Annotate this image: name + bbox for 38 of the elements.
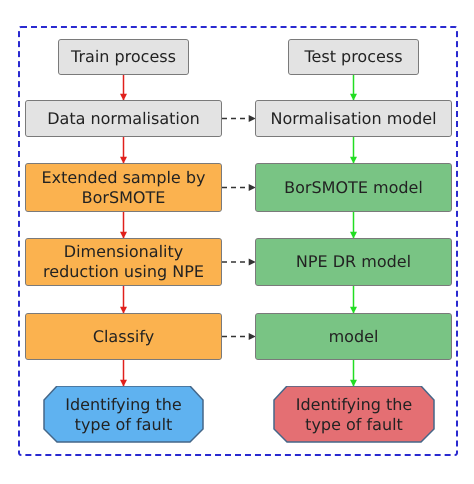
- node-label: Test process: [304, 47, 403, 67]
- terminal-octagon: [273, 386, 435, 443]
- arrow: [120, 286, 127, 314]
- arrow: [120, 212, 127, 239]
- node-label: Identifying the type of fault: [294, 394, 414, 434]
- node-label: Normalisation model: [270, 108, 437, 128]
- arrow: [350, 212, 357, 239]
- arrow: [222, 115, 256, 122]
- arrow: [120, 360, 127, 387]
- node-label: Data normalisation: [47, 108, 200, 128]
- process-box: [25, 163, 222, 212]
- arrow: [350, 286, 357, 314]
- process-box: [255, 100, 452, 137]
- arrow: [222, 333, 256, 340]
- arrow: [222, 184, 256, 191]
- node-label: NPE DR model: [296, 252, 412, 272]
- node-label: Train process: [71, 47, 176, 67]
- process-box: [255, 313, 452, 360]
- process-box: [25, 238, 222, 286]
- arrow: [120, 137, 127, 164]
- process-box: [25, 313, 222, 360]
- arrow: [350, 360, 357, 387]
- node-label: Identifying the type of fault: [64, 394, 183, 434]
- node-label: model: [328, 326, 378, 346]
- arrow: [222, 258, 256, 266]
- arrow: [350, 75, 357, 101]
- arrow: [120, 75, 127, 101]
- process-box: [288, 39, 419, 75]
- node-label: BorSMOTE model: [284, 178, 423, 198]
- process-box: [58, 39, 189, 75]
- node-label: Dimensionality reduction using NPE: [42, 242, 205, 282]
- process-box: [25, 100, 222, 137]
- node-label: Classify: [92, 326, 154, 346]
- process-box: [255, 163, 452, 212]
- process-box: [255, 238, 452, 286]
- arrow: [350, 137, 357, 164]
- node-label: Extended sample by BorSMOTE: [40, 168, 206, 208]
- terminal-octagon: [43, 386, 204, 443]
